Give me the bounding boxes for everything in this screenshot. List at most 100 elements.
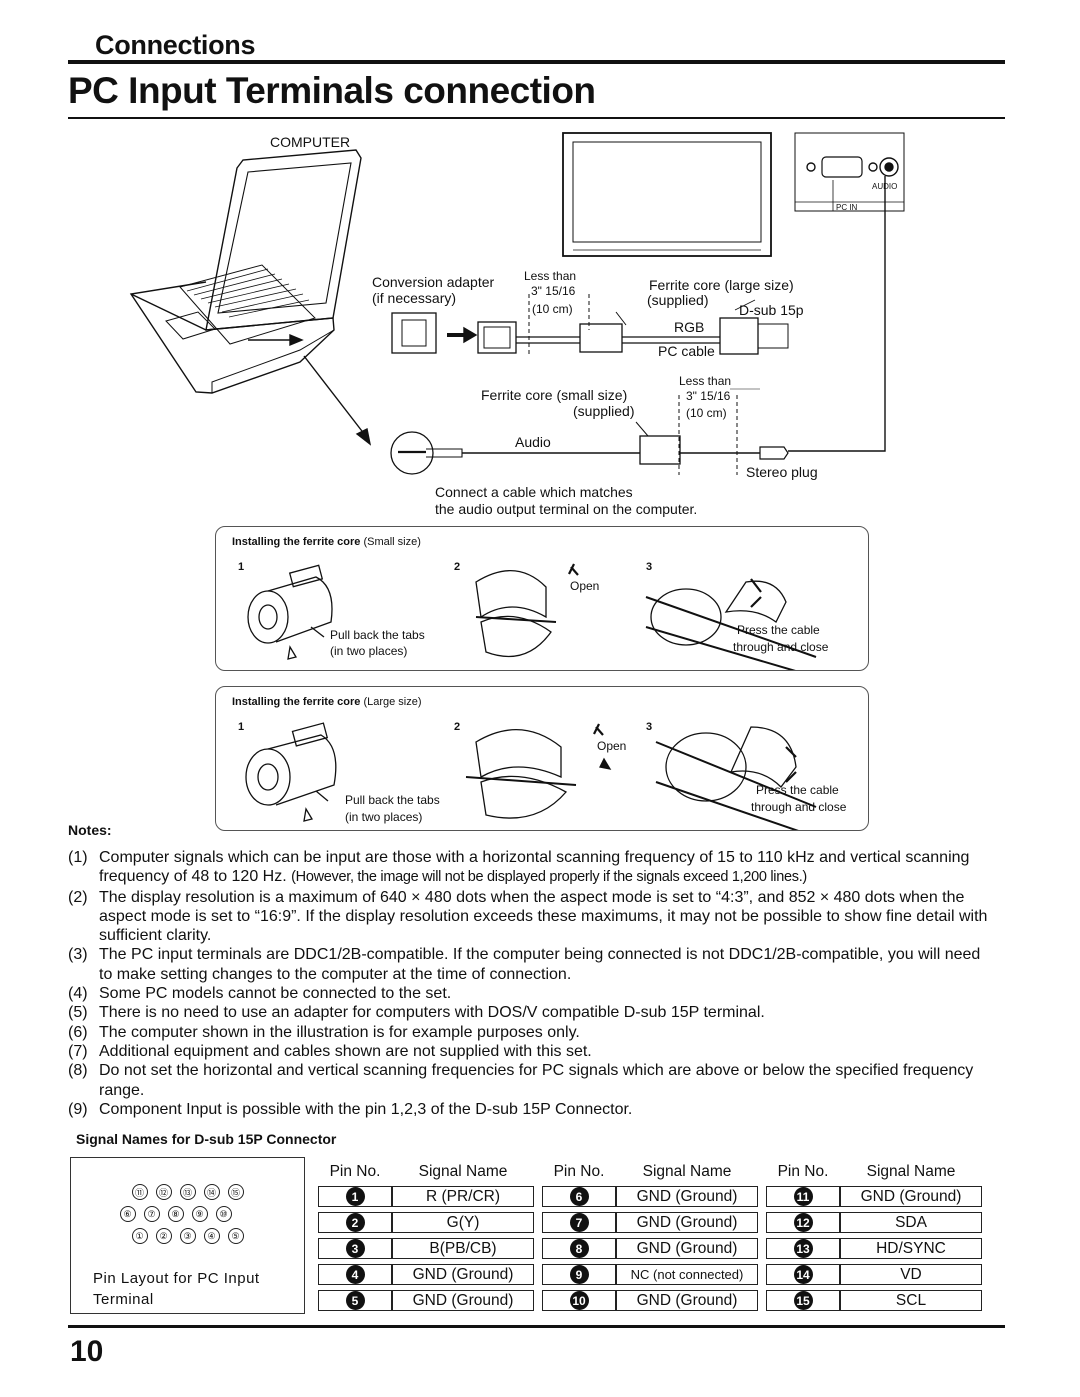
dsub-label: D-sub 15p — [739, 302, 804, 318]
ferrite-small-title: Installing the ferrite core (Small size) — [232, 536, 421, 548]
pin: ⑤ — [227, 1228, 244, 1244]
stereo-plug-label: Stereo plug — [746, 464, 818, 480]
distance-inch-label-2: 3" 15/16 — [686, 389, 731, 403]
step-3: 3 — [646, 561, 653, 573]
panel-pcin-label: PC IN — [836, 203, 858, 212]
pin: ⑮ — [227, 1184, 244, 1200]
note-item: (7)Additional equipment and cables shown… — [68, 1042, 592, 1060]
signal-name: GND (Ground) — [392, 1264, 534, 1285]
pin: ⑫ — [155, 1184, 172, 1200]
note-item: (6)The computer shown in the illustratio… — [68, 1023, 580, 1041]
note-item: (8)Do not set the horizontal and vertica… — [68, 1062, 974, 1099]
signal-table: Pin No. Signal Name Pin No. Signal Name … — [318, 1157, 982, 1316]
ferrite-core-large — [579, 323, 623, 353]
pin: ④ — [203, 1228, 220, 1244]
table-row: 4 GND (Ground) 9 NC (not connected) 14 V… — [318, 1264, 982, 1285]
title-rule — [68, 117, 1005, 119]
step-2: 2 — [454, 561, 461, 573]
signal-name: SDA — [840, 1212, 982, 1233]
open-label: Open — [570, 579, 600, 593]
press-cable-line1: Press the cable — [756, 783, 839, 797]
dsub-plug-right — [719, 317, 759, 355]
rgb-label: RGB — [674, 319, 705, 335]
ferrite-large-steps — [245, 722, 817, 830]
panel-audio-label: AUDIO — [872, 182, 898, 191]
page-number: 10 — [70, 1335, 104, 1368]
pin-number: 3 — [345, 1239, 365, 1258]
notes-list: (1)Computer signals which can be input a… — [68, 848, 988, 1119]
pin: ② — [155, 1228, 172, 1244]
note-item: (2)The display resolution is a maximum o… — [68, 888, 988, 945]
pin: ① — [131, 1228, 148, 1244]
signal-name: VD — [840, 1264, 982, 1285]
pin-row-top: ⑪ ⑫ ⑬ ⑭ ⑮ — [71, 1184, 304, 1200]
press-cable-line2: through and close — [733, 640, 829, 654]
if-necessary-label: (if necessary) — [372, 290, 457, 306]
distance-cm-label-2: (10 cm) — [686, 406, 727, 420]
header-pin: Pin No. — [553, 1162, 605, 1180]
pin-row-bottom: ① ② ③ ④ ⑤ — [71, 1228, 304, 1244]
signal-name: GND (Ground) — [616, 1212, 758, 1233]
pin-number: 8 — [569, 1239, 589, 1258]
note-item: (1)Computer signals which can be input a… — [68, 849, 970, 886]
pin: ⑬ — [179, 1184, 196, 1200]
step-3: 3 — [646, 721, 653, 733]
pin: ⑧ — [167, 1206, 184, 1222]
conversion-adapter — [391, 312, 437, 354]
header-pin: Pin No. — [777, 1162, 829, 1180]
stereo-plug — [759, 446, 789, 460]
ferrite-large-title: Installing the ferrite core (Large size) — [232, 696, 422, 708]
signal-name: GND (Ground) — [616, 1290, 758, 1311]
supplied-label-2: (supplied) — [573, 403, 635, 419]
pin-number: 1 — [345, 1187, 365, 1206]
pin-number: 9 — [569, 1265, 589, 1284]
header-signal: Signal Name — [866, 1162, 956, 1180]
note-item: (3)The PC input terminals are DDC1/2B-co… — [68, 946, 981, 983]
signal-name: GND (Ground) — [392, 1290, 534, 1311]
less-than-label: Less than — [524, 269, 577, 283]
table-row: 3 B(PB/CB) 8 GND (Ground) 13 HD/SYNC — [318, 1238, 982, 1259]
note-item: (5)There is no need to use an adapter fo… — [68, 1004, 765, 1022]
pin-number: 15 — [793, 1291, 813, 1310]
pin: ⑥ — [119, 1206, 136, 1222]
signal-name: G(Y) — [392, 1212, 534, 1233]
note-item: (4)Some PC models cannot be connected to… — [68, 985, 452, 1003]
ferrite-small-panel: Installing the ferrite core (Small size)… — [215, 526, 869, 671]
pin-number: 13 — [793, 1239, 813, 1258]
display-illustration — [562, 132, 772, 257]
signal-name: GND (Ground) — [616, 1186, 758, 1207]
computer-label: COMPUTER — [270, 134, 351, 150]
audio-jack — [390, 431, 434, 475]
ferrite-large-label: Ferrite core (large size) — [649, 277, 794, 293]
pc-cable-label: PC cable — [658, 343, 715, 359]
pc-in-panel — [794, 132, 905, 212]
signal-name: GND (Ground) — [616, 1238, 758, 1259]
supplied-label: (supplied) — [647, 292, 709, 308]
audio-note-line2: the audio output terminal on the compute… — [435, 501, 698, 517]
pin-number: 11 — [793, 1187, 813, 1206]
header-signal: Signal Name — [418, 1162, 508, 1180]
pin: ⑨ — [191, 1206, 208, 1222]
pin-number: 5 — [345, 1291, 365, 1310]
pin-number: 14 — [793, 1265, 813, 1284]
connection-illustration — [129, 132, 905, 475]
signal-name: NC (not connected) — [616, 1264, 758, 1285]
signal-name: GND (Ground) — [840, 1186, 982, 1207]
signal-name: B(PB/CB) — [392, 1238, 534, 1259]
pull-back-line2: (in two places) — [345, 810, 423, 824]
pin-number: 2 — [345, 1213, 365, 1232]
press-cable-line2: through and close — [751, 800, 847, 814]
pin-number: 7 — [569, 1213, 589, 1232]
signal-name: R (PR/CR) — [392, 1186, 534, 1207]
distance-cm-label: (10 cm) — [532, 302, 573, 316]
connection-diagram — [0, 120, 1080, 520]
pin-layout-caption: Pin Layout for PC Input Terminal — [93, 1270, 260, 1308]
conversion-adapter-label: Conversion adapter — [372, 274, 495, 290]
page-title: PC Input Terminals connection — [68, 70, 596, 111]
pin-number: 12 — [793, 1213, 813, 1232]
pin: ⑪ — [131, 1184, 148, 1200]
header-pin: Pin No. — [329, 1162, 381, 1180]
audio-note-line1: Connect a cable which matches — [435, 484, 633, 500]
note-item: (9)Component Input is possible with the … — [68, 1100, 633, 1118]
pin: ⑩ — [215, 1206, 232, 1222]
